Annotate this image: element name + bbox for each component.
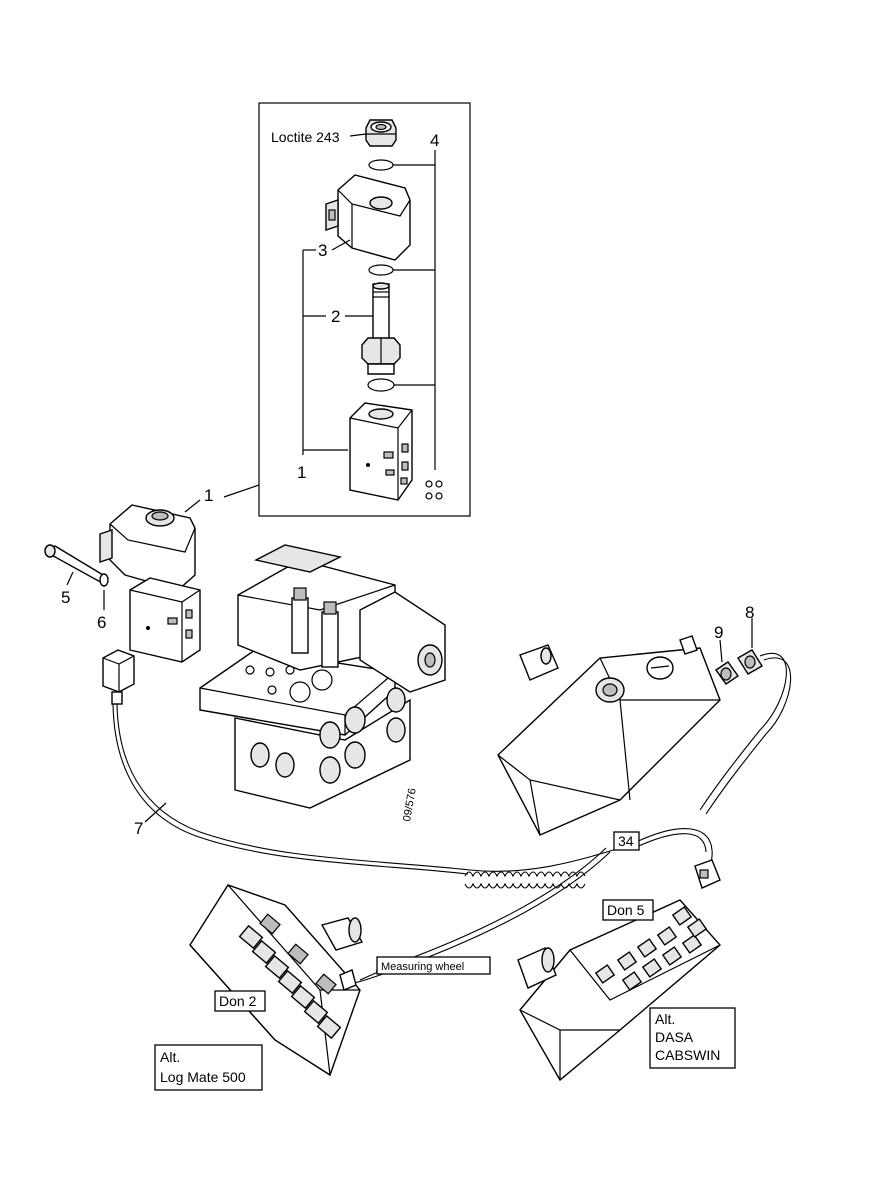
loctite-label: Loctite 243 (271, 129, 340, 145)
hydraulic-manifold (199, 544, 446, 809)
o-ring-bottom (367, 378, 395, 392)
bolt (44, 544, 109, 585)
alt-log-mate-box: Alt. Log Mate 500 (154, 1044, 263, 1091)
main-cable (116, 703, 621, 872)
main-solenoid-assembly (99, 504, 201, 663)
nut (365, 119, 397, 147)
callout-34-box: 34 (613, 831, 640, 851)
measuring-wheel-label: Measuring wheel (381, 961, 464, 973)
dasa-cabswin-controller (517, 899, 721, 1082)
callout-34: 34 (618, 833, 634, 849)
inset-frame (258, 102, 471, 517)
log-mate-controller (189, 884, 364, 1077)
alt-dasa-line1: Alt. (655, 1011, 675, 1027)
callout-5: 5 (61, 588, 70, 607)
control-box (497, 635, 721, 836)
callout-8: 8 (745, 603, 754, 622)
callout-4: 4 (430, 131, 439, 150)
callout-1-main: 1 (204, 486, 213, 505)
callout-2: 2 (331, 307, 340, 326)
valve-stem (361, 282, 401, 375)
cable-gland-fittings (715, 618, 763, 685)
don5-box: Don 5 (602, 899, 654, 921)
don2-label: Don 2 (219, 993, 257, 1009)
callout-3: 3 (318, 241, 327, 260)
solenoid-coil (325, 174, 411, 261)
callout-9: 9 (714, 623, 723, 642)
alt-log-line1: Alt. (160, 1049, 180, 1065)
plug-connector (102, 649, 135, 705)
alt-dasa-line3: CABSWIN (655, 1047, 720, 1063)
alt-dasa-box: Alt. DASA CABSWIN (649, 1007, 736, 1069)
callout-1-inset: 1 (297, 463, 306, 482)
inset-pointer (223, 484, 260, 498)
alt-log-line2: Log Mate 500 (160, 1069, 246, 1085)
log-mate-keys (238, 913, 342, 1040)
callout-6: 6 (97, 613, 106, 632)
measuring-wheel-box: Measuring wheel (376, 956, 491, 975)
small-seals (425, 480, 443, 500)
drawing-reference: 09/576 (401, 787, 419, 822)
don2-box: Don 2 (214, 990, 266, 1012)
washer (99, 573, 109, 587)
dasa-keypad (594, 906, 708, 991)
o-ring-middle (368, 264, 394, 276)
inset-detail-view (258, 102, 471, 517)
o-ring-top (368, 159, 394, 171)
don5-label: Don 5 (607, 902, 645, 918)
callout-7: 7 (134, 819, 143, 838)
valve-block (349, 402, 413, 501)
alt-dasa-line2: DASA (655, 1029, 694, 1045)
